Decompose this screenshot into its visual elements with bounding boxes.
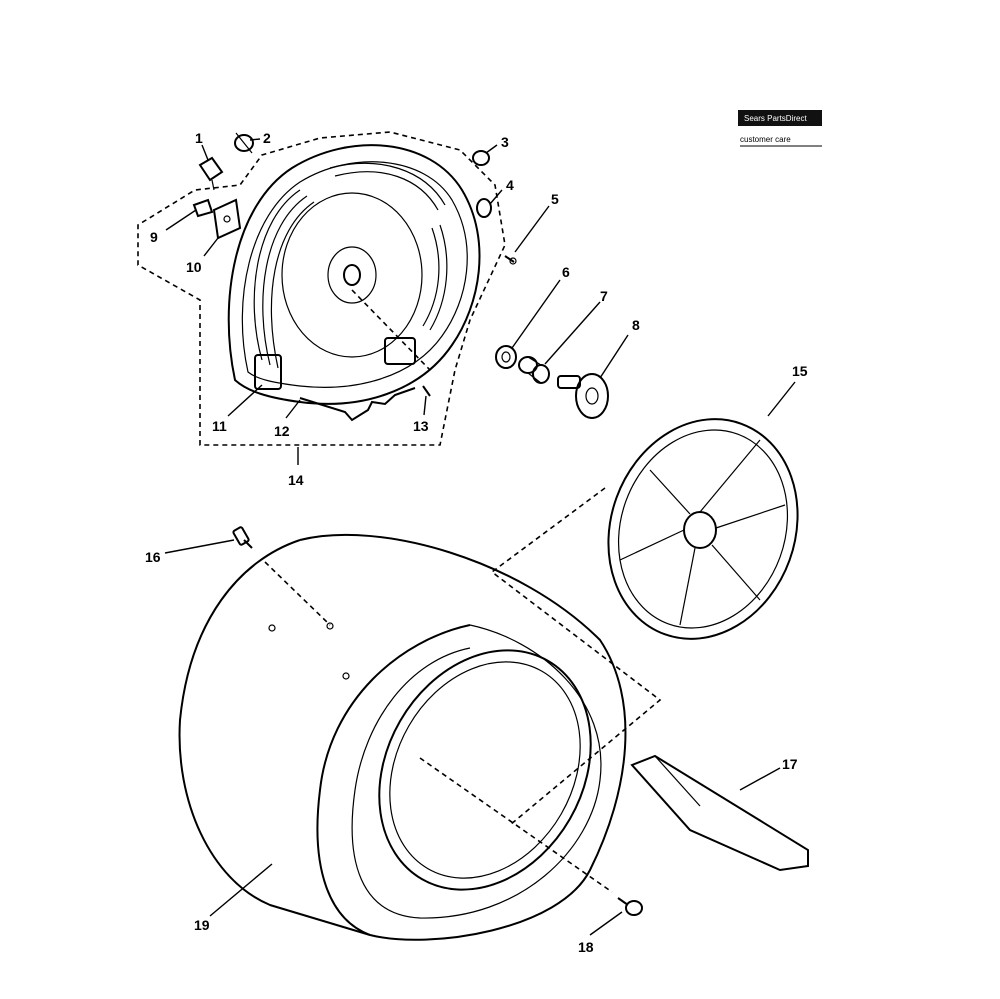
leader-lines <box>164 138 796 936</box>
callout-3: 3 <box>501 134 509 150</box>
alignment-line-15 <box>490 487 662 826</box>
part-10-bracket <box>212 198 242 240</box>
part-9-sensor <box>192 198 214 218</box>
brand-badge-bottom: customer care <box>740 135 791 144</box>
callout-5: 5 <box>551 191 559 207</box>
brand-badge-top: Sears PartsDirect <box>744 114 807 123</box>
brand-badge: Sears PartsDirect customer care <box>738 110 822 147</box>
callout-2: 2 <box>263 130 271 146</box>
alignment-line-16 <box>264 561 331 626</box>
callout-labels: 1 2 3 4 5 6 7 8 9 10 11 12 13 14 15 16 1… <box>145 130 808 955</box>
callout-18: 18 <box>578 939 594 955</box>
part-7-bearing <box>518 356 550 384</box>
callout-6: 6 <box>562 264 570 280</box>
callout-1: 1 <box>195 130 203 146</box>
callout-16: 16 <box>145 549 161 565</box>
part-16-screw <box>232 526 253 549</box>
part-3-clip <box>472 150 490 166</box>
callout-17: 17 <box>782 756 798 772</box>
callout-9: 9 <box>150 229 158 245</box>
callout-13: 13 <box>413 418 429 434</box>
part-1-thermostat <box>198 156 224 191</box>
callout-4: 4 <box>506 177 514 193</box>
part-2-fuse <box>234 132 254 154</box>
alignment-line-18 <box>419 757 613 893</box>
heater-assembly-boundary <box>137 131 506 446</box>
part-15-drum-support <box>607 418 799 640</box>
rear-bulkhead <box>227 144 481 422</box>
callout-11: 11 <box>212 418 227 434</box>
part-19-drum <box>178 533 627 941</box>
callout-7: 7 <box>600 288 608 304</box>
part-17-baffle <box>630 754 809 872</box>
part-18-screw <box>617 897 643 916</box>
part-4-thermistor <box>476 198 492 218</box>
callout-8: 8 <box>632 317 640 333</box>
part-8-shaft <box>557 373 609 419</box>
callout-12: 12 <box>274 423 290 439</box>
callout-10: 10 <box>186 259 202 275</box>
part-13-screw <box>422 385 431 397</box>
callout-15: 15 <box>792 363 808 379</box>
callout-19: 19 <box>194 917 210 933</box>
callout-14: 14 <box>288 472 304 488</box>
alignment-line-axis <box>351 289 431 371</box>
part-5-screw <box>504 255 517 265</box>
part-6-washer <box>495 345 517 369</box>
